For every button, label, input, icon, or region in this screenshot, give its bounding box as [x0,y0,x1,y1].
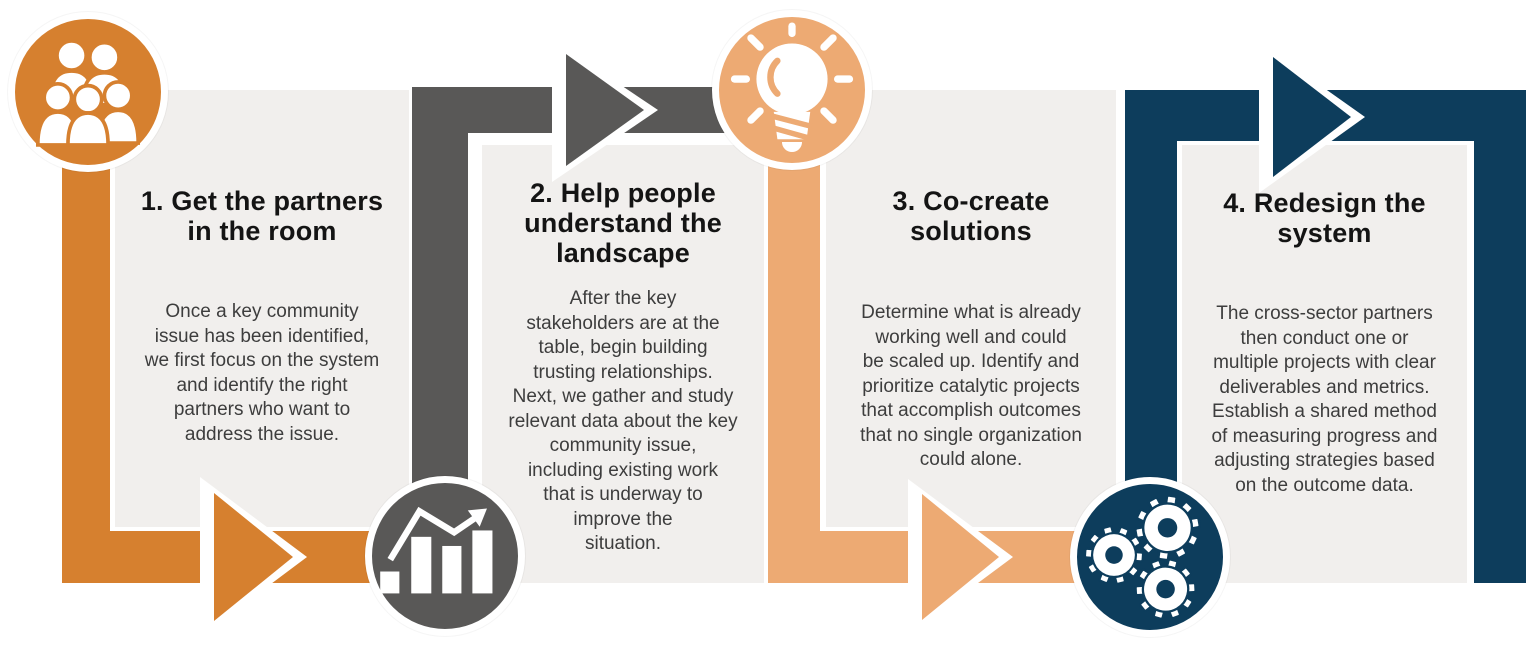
lightbulb-icon [730,22,854,153]
step-3-body: Determine what is already working well a… [860,302,1082,470]
people-group-icon [35,39,141,147]
step-2-body: After the key stakeholders are at the ta… [508,288,738,554]
step-1-body: Once a key community issue has been iden… [144,301,380,445]
step-4-body: The cross-sector partners then conduct o… [1211,303,1438,496]
step-4-title: 4. Redesign the system [1223,188,1426,249]
badge-step-1 [8,12,168,172]
step-2-title: 2. Help people understand the landscape [524,178,722,269]
badge-step-3 [712,10,872,170]
step-3-title: 3. Co-create solutions [892,186,1050,247]
step-1-title: 1. Get the partners in the room [140,186,384,247]
gears-icon [1083,494,1201,620]
badge-step-4 [1070,477,1230,637]
